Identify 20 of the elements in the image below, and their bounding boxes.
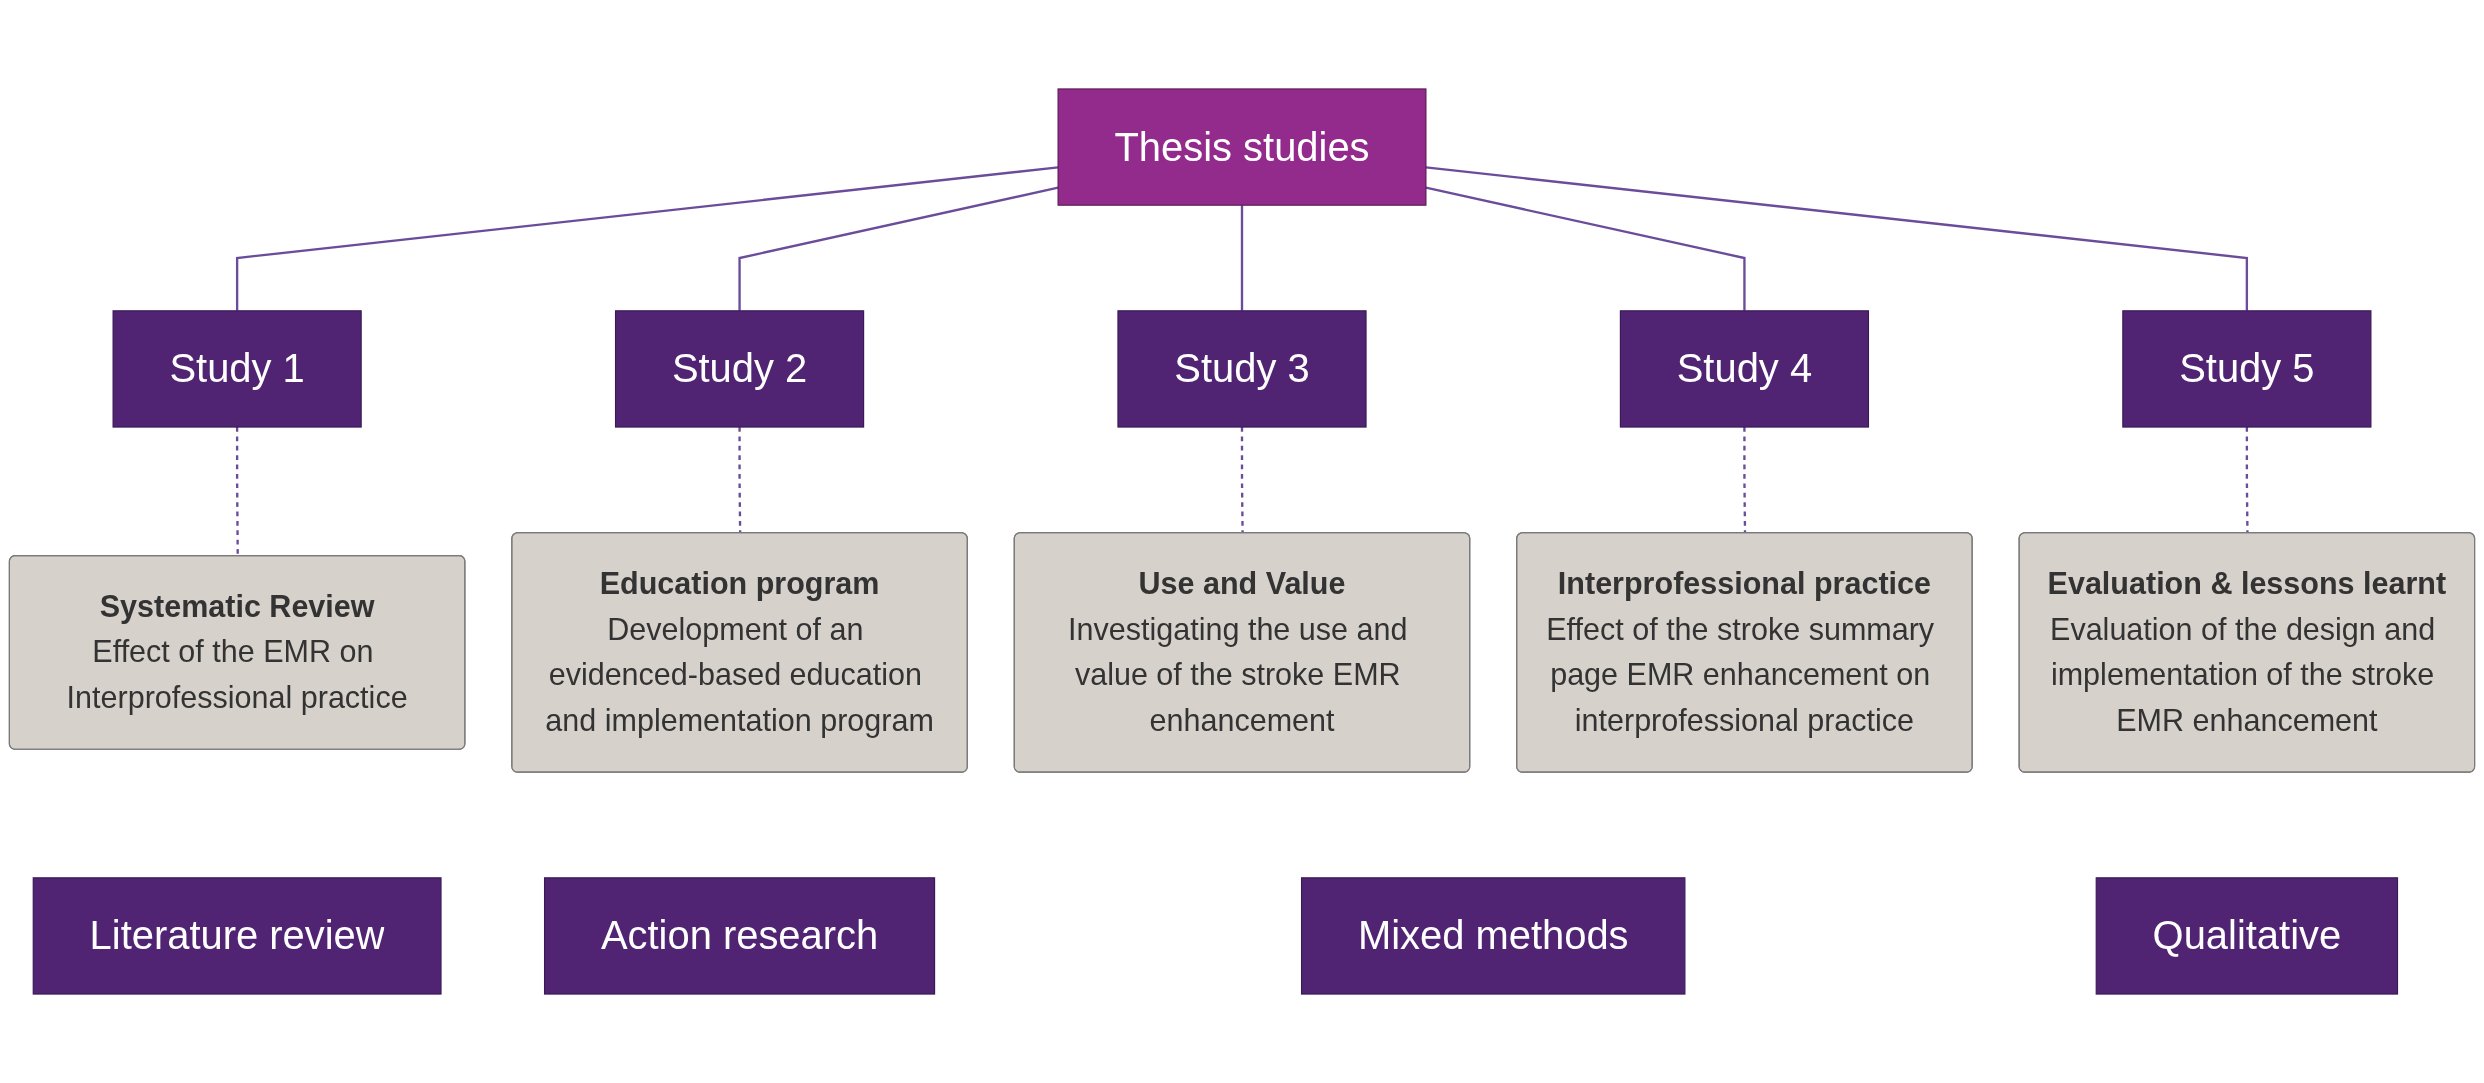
connector: [1240, 427, 1244, 534]
connector: [1425, 186, 1746, 311]
node-box: Mixed methods: [1300, 877, 1686, 995]
node-box: Study 4: [1619, 310, 1870, 428]
node-box: Action research: [543, 877, 936, 995]
connector: [235, 166, 1059, 311]
node-box: Literature review: [32, 877, 442, 995]
connector: [1425, 166, 2249, 311]
connector: [738, 186, 1059, 311]
connector: [235, 427, 239, 557]
connector: [738, 427, 742, 534]
node-box: Study 1: [112, 310, 362, 428]
connector: [1743, 427, 1747, 534]
node-box: Qualitative: [2095, 877, 2399, 995]
node-box: Study 3: [1117, 310, 1367, 428]
node-box: Thesis studies: [1057, 88, 1427, 206]
node-box: Study 2: [614, 310, 865, 428]
node-box: Study 5: [2122, 310, 2372, 428]
connector: [1240, 205, 1244, 311]
connector: [2245, 427, 2249, 534]
